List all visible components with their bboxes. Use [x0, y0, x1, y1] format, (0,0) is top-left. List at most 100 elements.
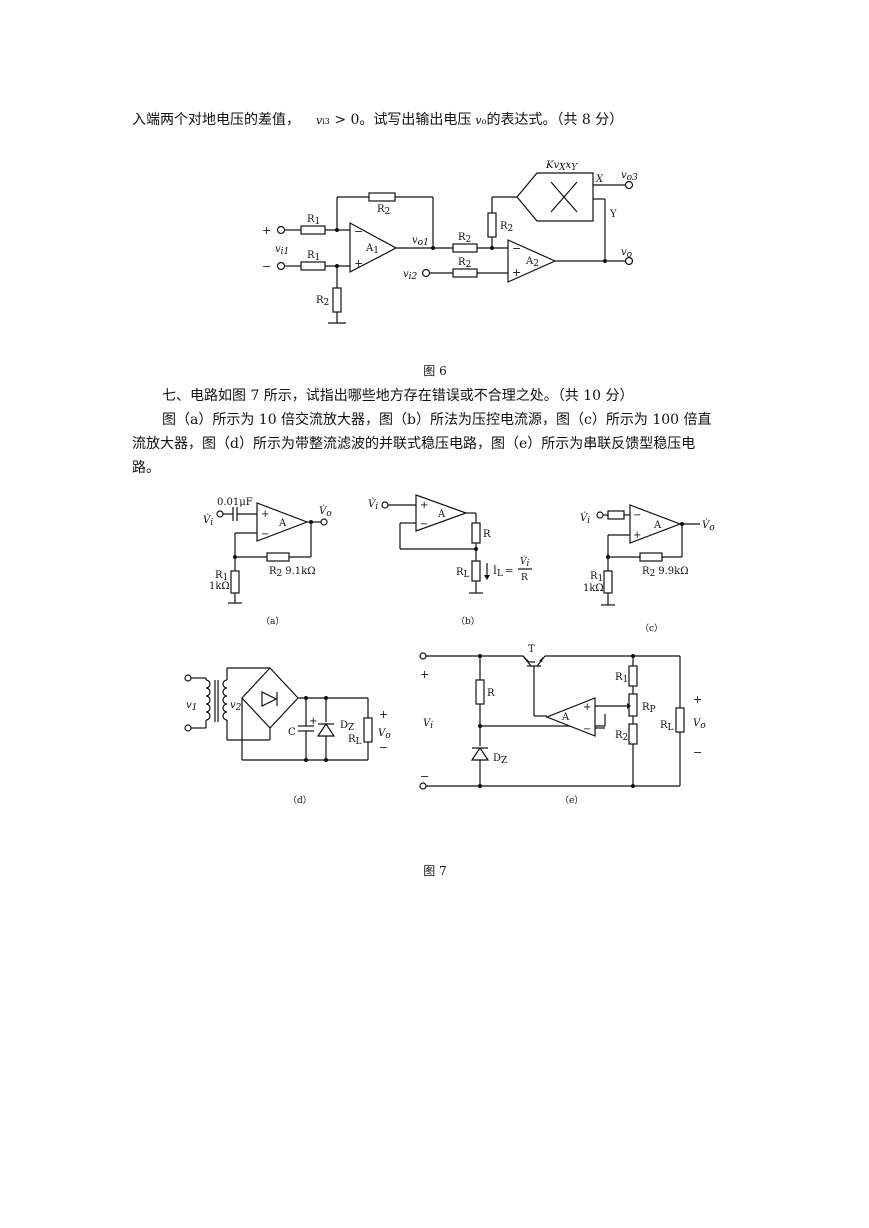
text-segment: 。试写出输出电压	[359, 112, 472, 128]
input-plus: +	[262, 224, 271, 237]
svg-text:A: A	[653, 520, 662, 531]
svg-text:Vo: Vo	[693, 718, 706, 731]
svg-text:R29.9kΩ: R29.9kΩ	[642, 566, 689, 579]
svg-text:1kΩ: 1kΩ	[583, 583, 604, 594]
resistor-r2-feedback	[368, 192, 396, 202]
figure-6-caption: 图 6	[423, 364, 447, 378]
svg-text:−: −	[633, 510, 641, 521]
text-segment: 的表达式。（共 8 分）	[486, 112, 624, 128]
svg-text:R: R	[487, 688, 495, 699]
svg-text:R1: R1	[307, 214, 320, 227]
svg-text:+: +	[379, 708, 388, 721]
resistor-r1-top	[300, 225, 326, 235]
svg-text:R2: R2	[500, 221, 513, 234]
svg-text:A1: A1	[365, 243, 379, 256]
resistor-r2-a2-in	[452, 243, 478, 253]
svg-text:RP: RP	[642, 702, 656, 715]
svg-text:−: −	[354, 225, 363, 238]
figure-7-caption: 图 7	[423, 864, 447, 878]
var-vo-sub: o	[481, 117, 487, 126]
opamp-a1	[349, 221, 398, 273]
resistor-r1-bottom	[300, 261, 326, 271]
label-vi2: vi2	[403, 269, 418, 282]
svg-text:R: R	[483, 529, 491, 540]
svg-text:−: −	[693, 746, 702, 759]
opamp-a	[545, 697, 596, 737]
svg-text:（c）: （c）	[640, 623, 663, 634]
svg-text:+: +	[693, 693, 702, 706]
text-segment: 入端两个对地电压的差值，	[132, 112, 300, 128]
svg-text:V̇o: V̇o	[702, 519, 715, 533]
var-vo: v	[475, 114, 482, 127]
svg-text:+: +	[512, 266, 521, 279]
svg-text:Vi: Vi	[423, 718, 433, 731]
svg-text:v1: v1	[186, 700, 197, 713]
svg-text:−: −	[420, 770, 429, 783]
svg-text:+: +	[420, 668, 429, 681]
figure-6-circuit: + − vi1 R1 R1 R2 R2 − + A1 vo1 R2 vi2 R2…	[262, 160, 638, 324]
svg-text:R: R	[521, 573, 528, 583]
svg-text:C: C	[288, 727, 296, 738]
svg-text:+: +	[420, 500, 428, 511]
figure-7e-circuit: + Vi − R DZ T A + − R1 RP R2 RL + Vo − （…	[419, 644, 706, 806]
svg-text:R2: R2	[458, 232, 471, 245]
resistor-r2-vertical	[487, 212, 497, 238]
svg-text:İL=: İL=	[493, 565, 513, 579]
svg-text:R2: R2	[316, 295, 329, 308]
svg-text:−: −	[261, 529, 269, 540]
svg-text:V̇o: V̇o	[319, 505, 332, 519]
svg-text:−: −	[512, 242, 521, 255]
svg-text:DZ: DZ	[340, 720, 354, 733]
question-7-title: 七、电路如图 7 所示，试指出哪些地方存在错误或不合理之处。（共 10 分）	[162, 388, 634, 404]
multiplier-block	[516, 172, 594, 222]
figure-7d-circuit: v1 v2 + C DZ RL + Vo − （d）	[184, 667, 391, 806]
svg-text:−: −	[379, 741, 388, 754]
svg-text:Vo: Vo	[378, 728, 391, 741]
svg-text:A: A	[437, 509, 446, 520]
label-vo1: vo1	[412, 235, 429, 248]
svg-text:+: +	[309, 716, 317, 727]
svg-text:−: −	[583, 724, 591, 735]
opamp-a2	[507, 239, 557, 283]
condition-text: > 0	[329, 112, 360, 128]
svg-text:RL: RL	[660, 720, 674, 733]
label-x: X	[595, 174, 604, 185]
svg-text:A: A	[561, 712, 570, 723]
svg-text:R1: R1	[615, 672, 628, 685]
svg-text:R29.1kΩ: R29.1kΩ	[269, 566, 316, 579]
svg-text:+: +	[261, 509, 269, 520]
svg-text:（e）: （e）	[560, 795, 583, 806]
svg-text:V̇i: V̇i	[368, 498, 378, 512]
figure-7b-circuit: V̇i + − A R RL İL= V̇i R （b）	[368, 494, 532, 627]
svg-text:T: T	[528, 644, 535, 655]
input-minus: −	[262, 260, 271, 273]
svg-text:R1: R1	[590, 571, 603, 584]
opamp-a	[256, 502, 309, 542]
svg-text:R1: R1	[307, 250, 320, 263]
svg-text:V̇i: V̇i	[520, 555, 530, 569]
svg-text:1kΩ: 1kΩ	[209, 581, 230, 592]
question-7-description: 流放大器，图（d）所示为带整流滤波的并联式稳压电路，图（e）所示为串联反馈型稳压…	[132, 436, 696, 452]
var-vi3: v	[316, 114, 323, 127]
svg-text:（d）: （d）	[288, 795, 312, 806]
svg-text:+: +	[583, 702, 591, 713]
label-vo3: vo3	[621, 170, 638, 183]
svg-text:（b）: （b）	[456, 616, 480, 627]
resistor-r2-ground	[332, 287, 342, 313]
label-vo: vo	[621, 247, 633, 260]
svg-text:R2: R2	[377, 204, 390, 217]
svg-text:A2: A2	[525, 256, 539, 269]
label-vi1: vi1	[275, 244, 289, 257]
question-7-description: 图（a）所示为 10 倍交流放大器，图（b）所法为压控电流源，图（c）所示为 1…	[162, 412, 712, 428]
svg-text:RL: RL	[456, 567, 470, 580]
svg-text:A: A	[278, 518, 287, 529]
svg-text:+: +	[633, 530, 641, 541]
svg-text:V̇i: V̇i	[203, 514, 213, 528]
resistor-r2-vi2	[452, 268, 478, 278]
var-vi3-sub: i3	[322, 117, 330, 126]
svg-text:R1: R1	[215, 570, 228, 583]
svg-text:+: +	[354, 257, 363, 270]
svg-text:−: −	[420, 519, 428, 530]
